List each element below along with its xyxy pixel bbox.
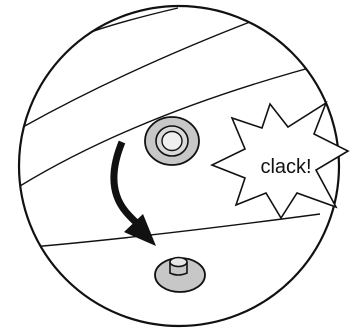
post-peg-icon [155, 258, 205, 293]
button-center [162, 132, 182, 151]
callout-text: clack! [260, 156, 311, 178]
peg-post-top [170, 258, 187, 267]
round-button-icon [145, 117, 199, 165]
